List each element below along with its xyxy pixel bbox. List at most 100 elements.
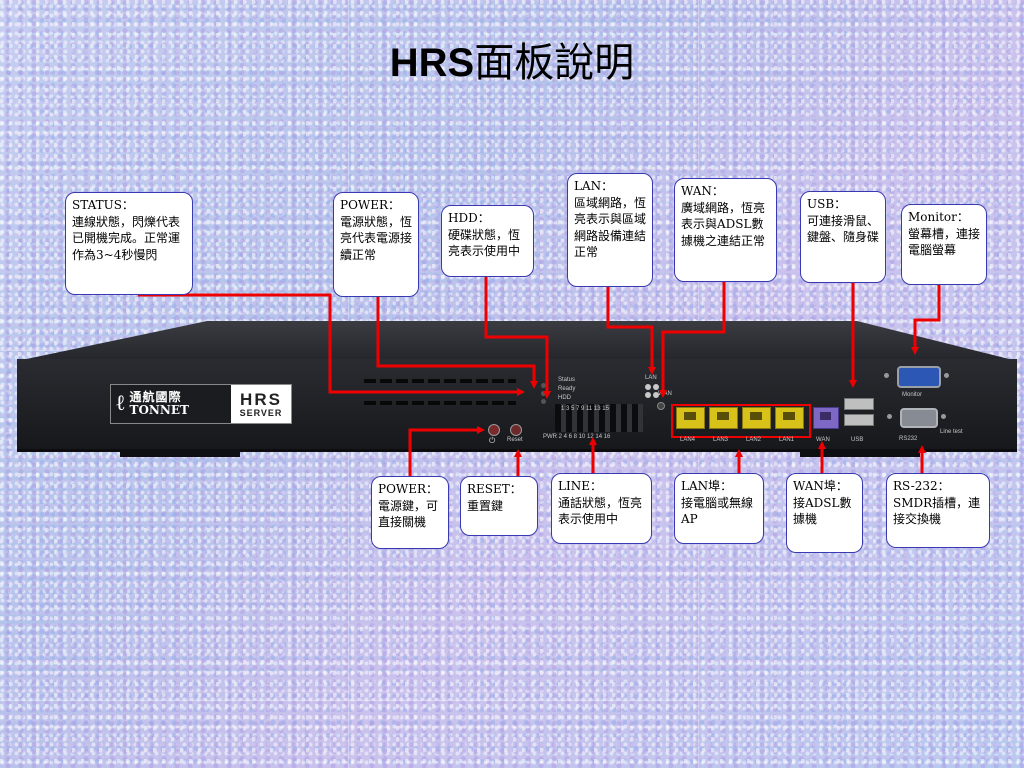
lan-port-callout: LAN埠： 接電腦或無線AP <box>674 473 764 544</box>
rs232-port[interactable] <box>900 408 938 428</box>
hdd-arrow <box>484 277 551 399</box>
lan1-label: LAN1 <box>779 437 795 443</box>
lan-ports-highlight <box>671 404 811 438</box>
callout-body: 電源鍵，可直接關機 <box>378 498 439 530</box>
lan2-port[interactable] <box>742 407 771 429</box>
monitor-label: Monitor <box>902 392 923 398</box>
usb-port-upper[interactable] <box>844 398 874 410</box>
lan-callout: LAN： 區域網路，恆亮表示與區域網路設備連結正常 <box>567 173 653 287</box>
callout-heading: HDD： <box>448 211 490 225</box>
lan-led-label: LAN <box>645 375 657 381</box>
reset-label: Reset <box>507 437 523 443</box>
hrs-server-badge: HRS SERVER <box>231 385 291 423</box>
callout-heading: POWER： <box>340 198 401 212</box>
callout-heading: POWER： <box>378 482 439 496</box>
power-led-callout: POWER： 電源狀態，恆亮代表電源接續正常 <box>333 192 419 297</box>
rs232-screw <box>887 414 892 419</box>
rs232-screw <box>941 414 946 419</box>
status-callout: STATUS： 連線狀態，閃爍代表已開機完成。正常運作為3~4秒慢閃 <box>65 192 193 295</box>
hdd-callout: HDD： 硬碟狀態，恆亮表示使用中 <box>441 205 534 277</box>
title-zh: 面板說明 <box>474 40 635 86</box>
title-en: HRS <box>389 41 475 85</box>
monitor-port[interactable] <box>897 366 941 388</box>
status-led <box>541 383 546 388</box>
device-foot <box>120 449 240 457</box>
tonnet-logo-icon: ℓ <box>115 391 126 416</box>
usb-port-lower[interactable] <box>844 414 874 426</box>
callout-heading: WAN埠： <box>793 479 848 493</box>
callout-heading: LAN埠： <box>681 479 733 493</box>
hdd-led-label: HDD <box>558 395 571 401</box>
usb-callout: USB： 可連接滑鼠、鍵盤、隨身碟 <box>800 191 886 283</box>
lan-arrow <box>606 287 656 375</box>
line-led-numbers-bottom: PWR 2 4 6 8 10 12 14 16 <box>543 434 611 440</box>
lan-led <box>645 392 651 398</box>
callout-heading: STATUS： <box>72 198 134 212</box>
callout-body: 重置鍵 <box>467 498 504 513</box>
power-button[interactable] <box>488 424 500 436</box>
callout-body: 可連接滑鼠、鍵盤、隨身碟 <box>807 213 880 245</box>
callout-body: SMDR插槽，連接交換機 <box>893 495 981 527</box>
callout-body: 廣域網路，恆亮表示與ADSL數據機之連結正常 <box>681 200 766 248</box>
lan4-port[interactable] <box>676 407 705 429</box>
callout-heading: RESET： <box>467 482 522 496</box>
logo-server: SERVER <box>239 407 283 418</box>
lan4-label: LAN4 <box>680 437 696 443</box>
wan-port[interactable] <box>813 407 839 429</box>
line-callout: LINE： 通話狀態，恆亮表示使用中 <box>551 473 652 544</box>
wan-callout: WAN： 廣域網路，恆亮表示與ADSL數據機之連結正常 <box>674 178 777 282</box>
vga-screw <box>944 373 949 378</box>
rs232-label: RS232 <box>899 436 918 442</box>
wan-port-callout: WAN埠： 接ADSL數據機 <box>786 473 863 553</box>
power-key-callout: POWER： 電源鍵，可直接關機 <box>371 476 449 549</box>
lan1-port[interactable] <box>775 407 804 429</box>
tonnet-brand: ℓ 通航國際 TONNET <box>111 385 231 423</box>
status-arrow <box>138 293 525 396</box>
logo-product: HRS <box>240 389 282 409</box>
hdd-led <box>541 399 546 404</box>
callout-body: 硬碟狀態，恆亮表示使用中 <box>448 227 521 259</box>
line-led-numbers-top: 1 3 5 7 9 11 13 15 <box>561 406 609 412</box>
lan2-label: LAN2 <box>746 437 762 443</box>
device-top-cover <box>17 321 1017 361</box>
callout-heading: RS-232： <box>893 479 950 493</box>
ready-led-label: Ready <box>558 386 576 392</box>
callout-heading: Monitor： <box>908 210 969 224</box>
wan-arrow <box>659 282 726 398</box>
callout-body: 電源狀態，恆亮代表電源接續正常 <box>340 214 413 262</box>
status-led-label: Status <box>558 377 576 383</box>
callout-heading: USB： <box>807 197 847 211</box>
tonnet-logo: ℓ 通航國際 TONNET HRS SERVER <box>110 384 292 424</box>
line-test-label: Line test <box>940 429 963 435</box>
callout-heading: LINE： <box>558 479 602 493</box>
callout-heading: WAN： <box>681 184 724 198</box>
monitor-arrow <box>911 285 941 355</box>
wan-led <box>657 402 665 410</box>
power-led-arrow <box>376 297 538 389</box>
lan3-label: LAN3 <box>713 437 729 443</box>
air-vents <box>364 379 516 423</box>
reset-button[interactable] <box>510 424 522 436</box>
background-gridline <box>0 700 1024 701</box>
device-foot <box>800 449 920 457</box>
line-led-bar <box>555 404 643 432</box>
usb-label: USB <box>851 437 864 443</box>
lan-led <box>653 384 659 390</box>
power-icon: ⏻ <box>489 436 496 445</box>
page-title: HRS面板說明 <box>0 30 1024 88</box>
callout-body: 通話狀態，恆亮表示使用中 <box>558 495 643 527</box>
callout-body: 連線狀態，閃爍代表已開機完成。正常運作為3~4秒慢閃 <box>72 214 181 262</box>
logo-chinese: 通航國際 <box>129 390 182 405</box>
lan3-port[interactable] <box>709 407 738 429</box>
power-key-arrow <box>408 426 485 476</box>
logo-english: TONNET <box>129 403 189 417</box>
callout-body: 接電腦或無線AP <box>681 495 754 527</box>
rs232-callout: RS-232： SMDR插槽，連接交換機 <box>886 473 990 548</box>
wan-port-label: WAN <box>816 437 830 443</box>
callout-heading: LAN： <box>574 179 614 193</box>
lan-led <box>645 384 651 390</box>
callout-body: 螢幕槽，連接電腦螢幕 <box>908 226 981 258</box>
lan-led <box>653 392 659 398</box>
monitor-callout: Monitor： 螢幕槽，連接電腦螢幕 <box>901 204 987 285</box>
